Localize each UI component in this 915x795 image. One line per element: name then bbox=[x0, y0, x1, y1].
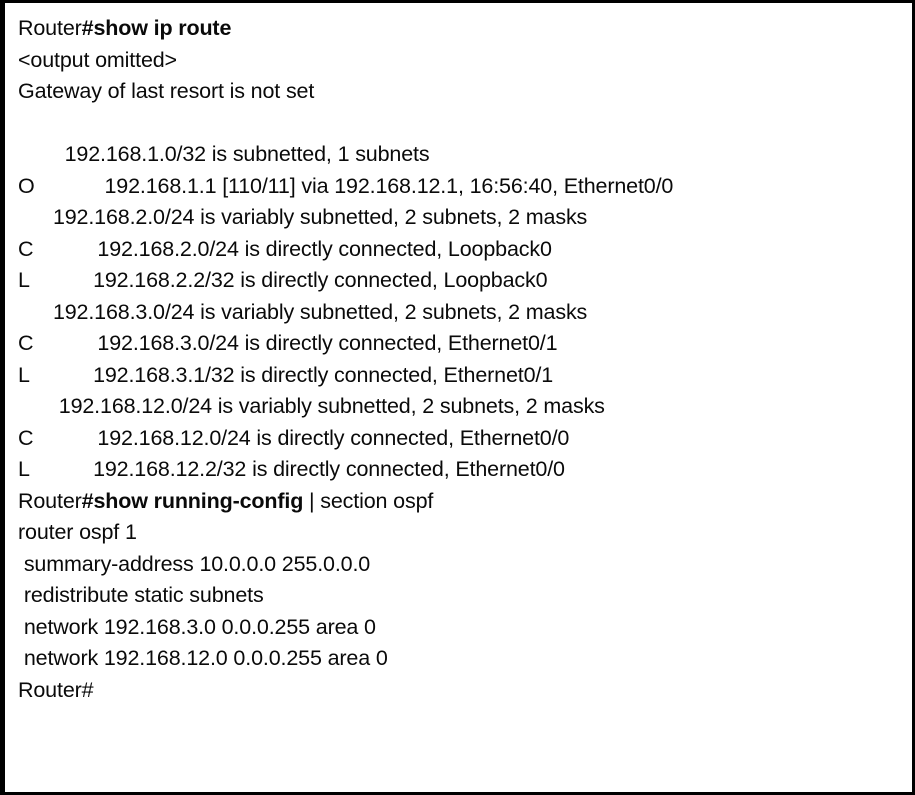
terminal-line-subnet-header-192-168-3-0: 192.168.3.0/24 is variably subnetted, 2 … bbox=[18, 297, 912, 329]
terminal-line-blank-1 bbox=[18, 108, 912, 140]
terminal-line-cmd-show-running-config: Router#show running-config | section osp… bbox=[18, 486, 912, 518]
terminal-line-route-l-192-168-2-2: L 192.168.2.2/32 is directly connected, … bbox=[18, 265, 912, 297]
terminal-line-cmd-show-ip-route: Router#show ip route bbox=[18, 13, 912, 45]
output-text: L 192.168.2.2/32 is directly connected, … bbox=[18, 268, 548, 292]
command-text: #show running-config bbox=[81, 488, 304, 513]
prompt-label: Router bbox=[18, 16, 82, 40]
command-suffix: | section ospf bbox=[303, 488, 434, 513]
terminal-line-route-l-192-168-3-1: L 192.168.3.1/32 is directly connected, … bbox=[18, 360, 912, 392]
output-text: O 192.168.1.1 [110/11] via 192.168.12.1,… bbox=[18, 173, 674, 198]
terminal-line-route-c-192-168-12-0: C 192.168.12.0/24 is directly connected,… bbox=[18, 423, 912, 455]
terminal-line-subnet-header-192-168-1-0: 192.168.1.0/32 is subnetted, 1 subnets bbox=[18, 139, 912, 171]
output-text: summary-address 10.0.0.0 255.0.0.0 bbox=[18, 551, 371, 576]
output-text: network 192.168.12.0 0.0.0.255 area 0 bbox=[18, 646, 388, 670]
output-text: Gateway of last resort is not set bbox=[18, 79, 315, 103]
output-text: C 192.168.2.0/24 is directly connected, … bbox=[18, 236, 552, 261]
terminal-line-output-omitted: <output omitted> bbox=[18, 45, 912, 77]
output-text: 192.168.12.0/24 is variably subnetted, 2… bbox=[18, 394, 605, 418]
output-text: Router# bbox=[18, 677, 94, 702]
terminal-line-prompt-final: Router# bbox=[18, 675, 912, 707]
terminal-line-subnet-header-192-168-2-0: 192.168.2.0/24 is variably subnetted, 2 … bbox=[18, 202, 912, 234]
terminal-line-config-router-ospf-1: router ospf 1 bbox=[18, 517, 912, 549]
command-text: #show ip route bbox=[81, 16, 232, 40]
output-text: 192.168.3.0/24 is variably subnetted, 2 … bbox=[18, 299, 588, 324]
output-text: <output omitted> bbox=[18, 47, 177, 72]
terminal-line-config-network-192-168-3-0: network 192.168.3.0 0.0.0.255 area 0 bbox=[18, 612, 912, 644]
terminal-line-config-summary-address: summary-address 10.0.0.0 255.0.0.0 bbox=[18, 549, 912, 581]
prompt-label: Router bbox=[18, 488, 82, 513]
terminal-line-gateway-of-last-resort: Gateway of last resort is not set bbox=[18, 76, 912, 108]
terminal-line-route-c-192-168-3-0: C 192.168.3.0/24 is directly connected, … bbox=[18, 328, 912, 360]
terminal-line-config-redistribute-static: redistribute static subnets bbox=[18, 580, 912, 612]
terminal-line-config-network-192-168-12-0: network 192.168.12.0 0.0.0.255 area 0 bbox=[18, 643, 912, 675]
output-text: L 192.168.12.2/32 is directly connected,… bbox=[18, 457, 565, 481]
output-text: network 192.168.3.0 0.0.0.255 area 0 bbox=[18, 614, 376, 639]
output-text: 192.168.1.0/32 is subnetted, 1 subnets bbox=[18, 142, 430, 166]
terminal-line-route-l-192-168-12-2: L 192.168.12.2/32 is directly connected,… bbox=[18, 454, 912, 486]
terminal-output[interactable]: Router#show ip route<output omitted>Gate… bbox=[5, 3, 912, 792]
output-text: router ospf 1 bbox=[18, 520, 137, 544]
terminal-line-subnet-header-192-168-12-0: 192.168.12.0/24 is variably subnetted, 2… bbox=[18, 391, 912, 423]
terminal-line-route-o-192-168-1-1: O 192.168.1.1 [110/11] via 192.168.12.1,… bbox=[18, 171, 912, 203]
output-text: L 192.168.3.1/32 is directly connected, … bbox=[18, 362, 554, 387]
output-text: C 192.168.12.0/24 is directly connected,… bbox=[18, 425, 570, 450]
output-text bbox=[18, 111, 24, 135]
terminal-line-route-c-192-168-2-0: C 192.168.2.0/24 is directly connected, … bbox=[18, 234, 912, 266]
output-text: 192.168.2.0/24 is variably subnetted, 2 … bbox=[18, 205, 588, 229]
output-text: redistribute static subnets bbox=[18, 583, 264, 607]
output-text: C 192.168.3.0/24 is directly connected, … bbox=[18, 331, 558, 355]
